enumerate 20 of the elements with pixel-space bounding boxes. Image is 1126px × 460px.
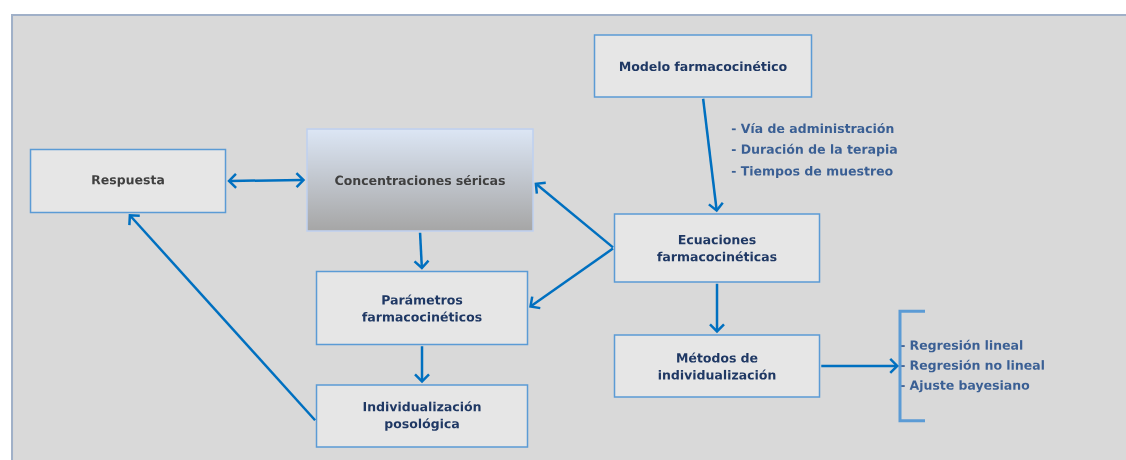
- arrow: [529, 247, 614, 310]
- list-text: - Regresión lineal - Regresión no lineal - Ajuste bayesiano: [900, 339, 1044, 393]
- arrow: [534, 181, 614, 249]
- arrow: [413, 232, 430, 270]
- process-box: Modelo farmacocinético: [593, 34, 813, 98]
- process-box: Respuesta: [29, 148, 227, 214]
- process-box: Concentraciones séricas: [306, 128, 534, 232]
- process-box: Parámetros farmacocinéticos: [315, 270, 529, 346]
- process-box: Métodos de individualización: [613, 334, 821, 398]
- arrow: [821, 358, 899, 374]
- list-item: - Vía de administración: [731, 122, 894, 134]
- arrow: [709, 283, 725, 334]
- arrow: [414, 346, 430, 384]
- arrow: [227, 172, 306, 189]
- list-item: - Duración de la terapia: [731, 143, 897, 157]
- list-item: - Tiempos de muestreo: [731, 165, 893, 179]
- arrow: [701, 98, 724, 213]
- process-box: Ecuaciones farmacocinéticas: [613, 213, 821, 283]
- process-box: Individualización posológica: [315, 384, 529, 448]
- arrow: [128, 213, 316, 422]
